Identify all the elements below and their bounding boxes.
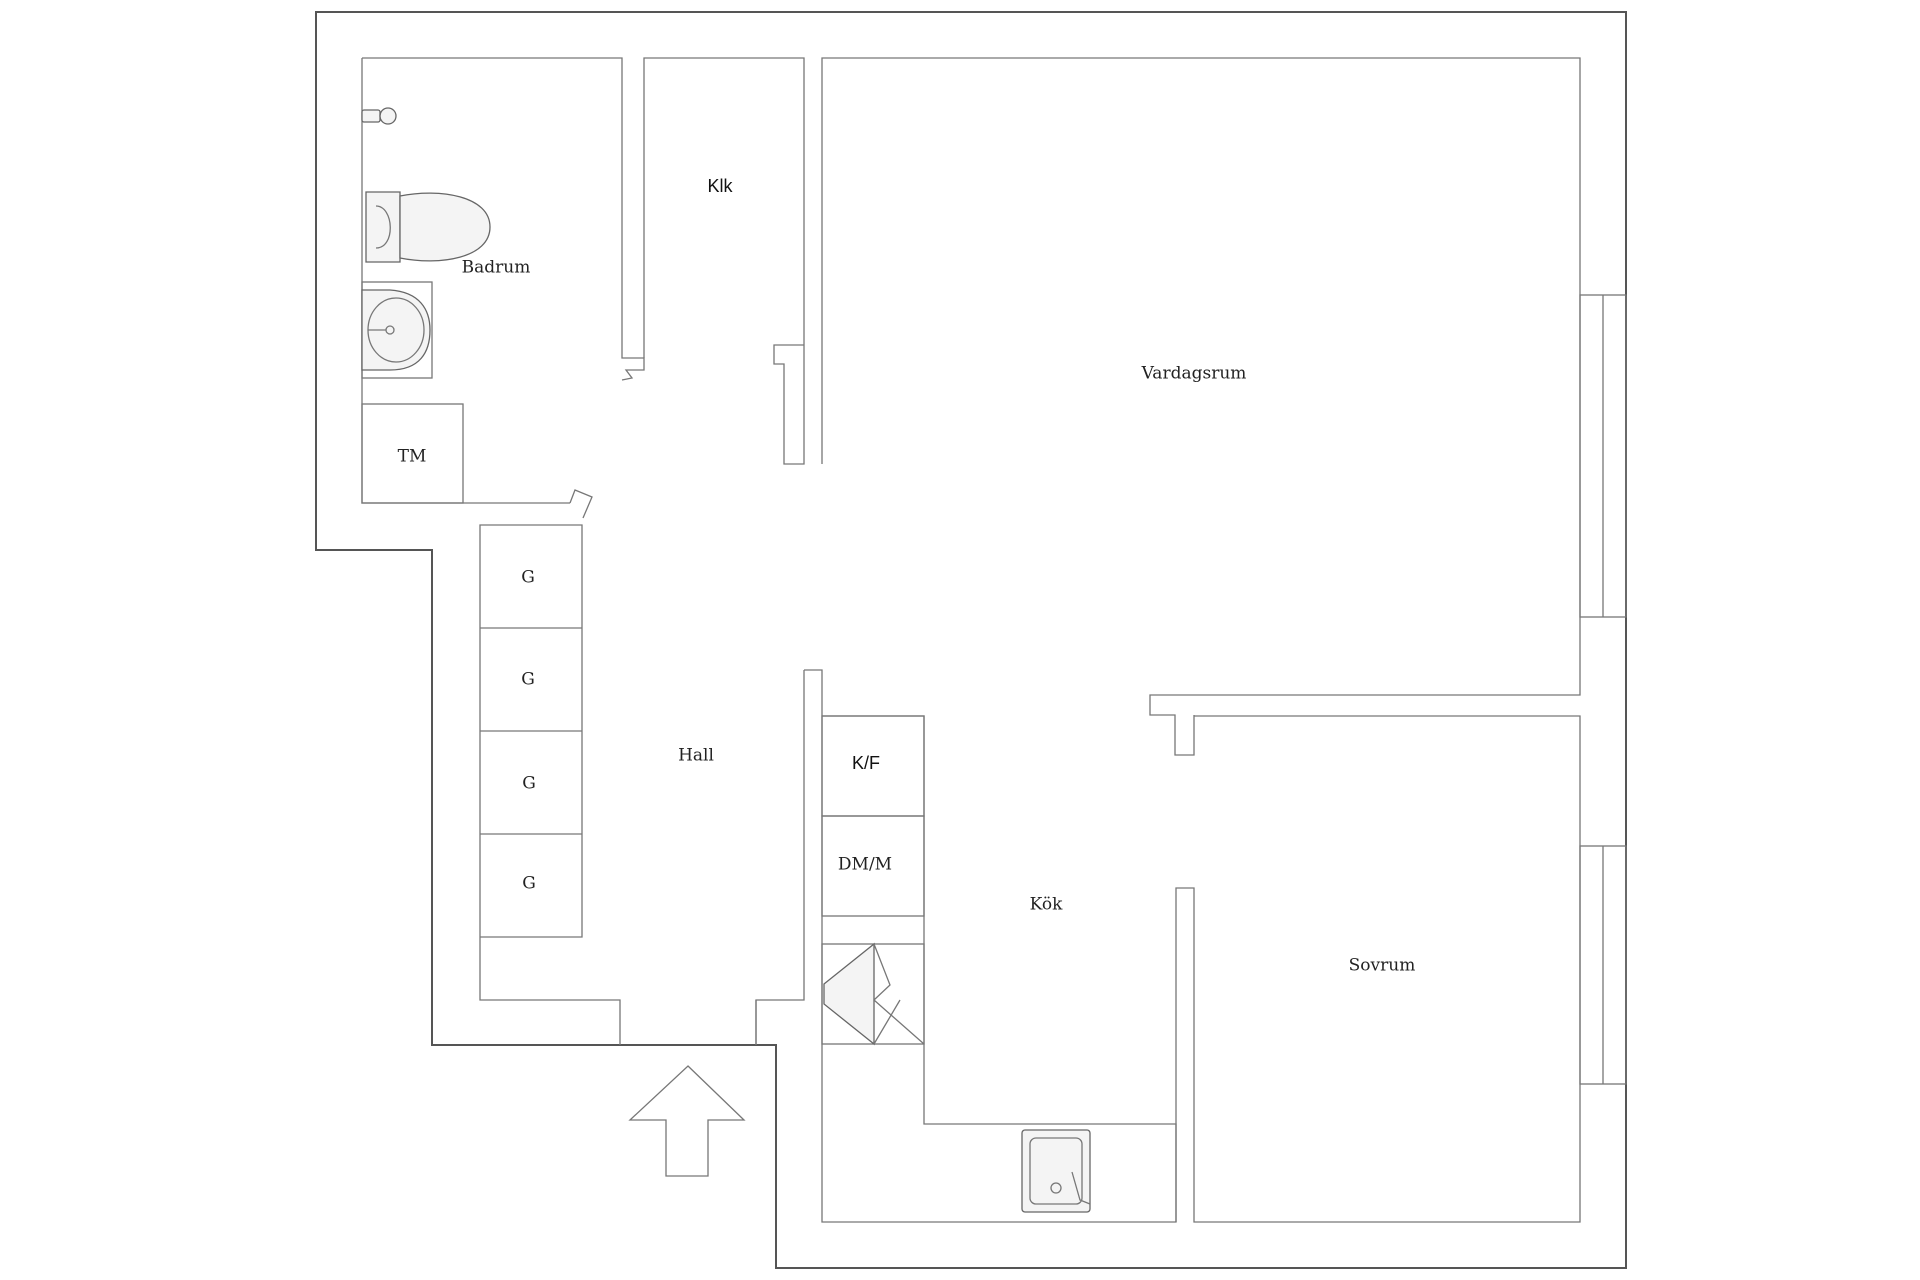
hall-cabinet-walls <box>479 524 757 1045</box>
toilet-paper-holder-icon <box>361 107 397 125</box>
bathroom-walls <box>361 57 645 504</box>
room-label-hall: Hall <box>678 746 714 766</box>
kitchen-walls <box>755 669 1177 1223</box>
kitchen-sink-icon <box>1021 1129 1091 1213</box>
room-label-sovrum: Sovrum <box>1349 956 1416 976</box>
unit-label-kf: K/F <box>852 753 880 773</box>
bedroom-walls <box>1175 715 1581 1223</box>
unit-label-g4: G <box>522 874 536 894</box>
faucet-icon <box>1071 1171 1091 1205</box>
room-label-vardagsrum: Vardagsrum <box>1141 364 1247 384</box>
bathroom-door-jamb <box>569 489 593 519</box>
unit-label-dmm: DM/M <box>838 855 892 875</box>
unit-label-g3: G <box>522 774 536 794</box>
living-room-walls <box>821 57 1581 756</box>
unit-label-g1: G <box>521 568 535 588</box>
outer-wall <box>315 11 1627 1269</box>
unit-label-g2: G <box>521 670 535 690</box>
up-arrow-icon <box>628 1065 746 1177</box>
washbasin-icon <box>361 281 433 379</box>
unit-tm-box <box>361 403 464 504</box>
toilet-icon <box>365 191 491 263</box>
room-label-tm: TM <box>398 447 427 467</box>
closet-walls <box>643 57 805 465</box>
room-label-kok: Kök <box>1030 895 1063 915</box>
room-label-klk: Klk <box>707 176 733 196</box>
stove-hood-icon <box>823 942 925 1046</box>
room-label-badrum: Badrum <box>462 258 531 278</box>
unit-dmm-box <box>821 815 925 917</box>
